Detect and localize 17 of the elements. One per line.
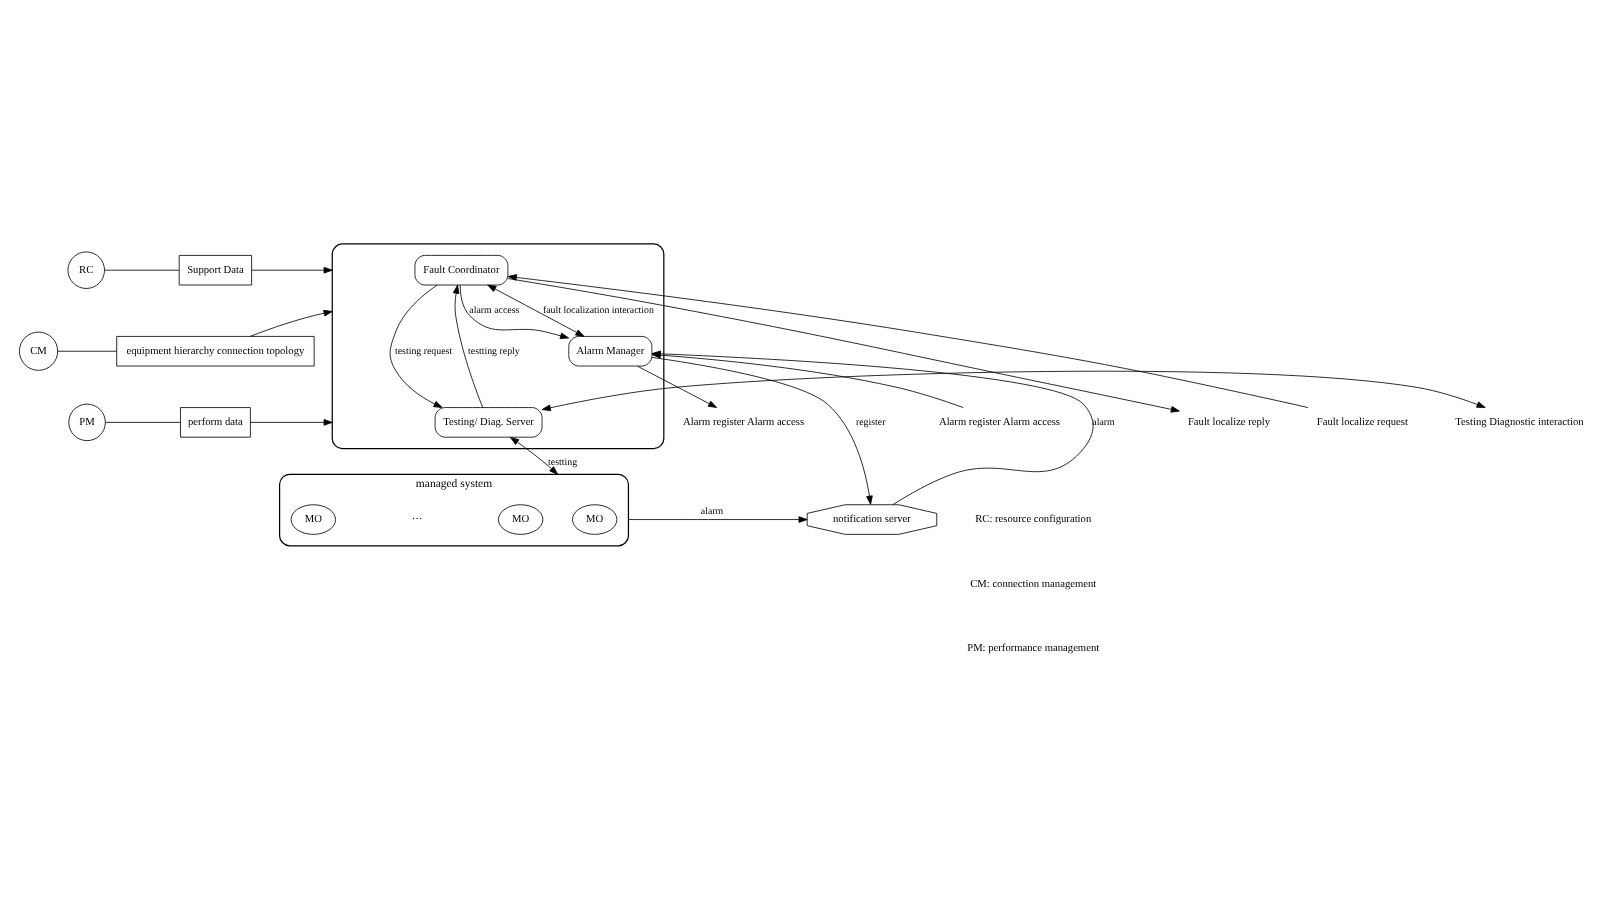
arrow	[389, 284, 443, 408]
arrow	[452, 284, 484, 408]
arrow	[636, 365, 718, 408]
arrow	[507, 274, 1309, 409]
arrow	[249, 309, 333, 337]
arrow	[250, 419, 333, 426]
arrow	[251, 266, 333, 274]
arrow	[628, 516, 808, 523]
arrow	[487, 284, 585, 337]
connector	[104, 421, 181, 423]
arrow	[651, 357, 873, 505]
connector	[104, 269, 180, 271]
arrow	[541, 370, 1486, 412]
arrow	[507, 278, 1180, 413]
arrow	[459, 284, 570, 339]
arrow	[510, 436, 559, 475]
connector	[57, 350, 118, 352]
